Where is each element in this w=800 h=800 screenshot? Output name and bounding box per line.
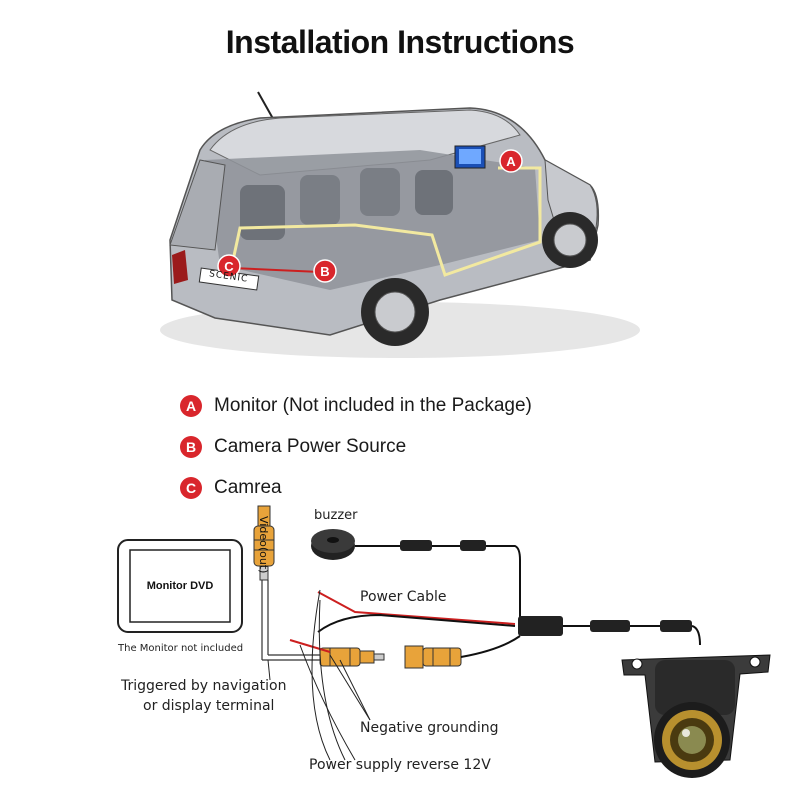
car-marker-c: C — [217, 254, 241, 278]
video-out-plug — [253, 505, 275, 581]
badge-b: B — [180, 436, 202, 458]
negative-grounding-label: Negative grounding — [360, 720, 499, 736]
badge-c: C — [180, 477, 202, 499]
buzzer-label: buzzer — [314, 508, 358, 523]
rca-connector-right — [404, 645, 462, 669]
legend-text-a: Monitor (Not included in the Package) — [214, 395, 532, 416]
buzzer-icon — [311, 529, 355, 560]
car-illustration — [160, 91, 640, 358]
camera-illustration — [621, 654, 771, 778]
video-out-label: Video(out) — [257, 516, 270, 574]
svg-text:A: A — [506, 154, 516, 169]
monitor-note: The Monitor not included — [118, 643, 244, 654]
svg-text:B: B — [320, 264, 329, 279]
triggered-label-line1: Triggered by navigation — [121, 678, 287, 694]
rca-connector-left — [319, 647, 385, 667]
monitor-dvd-illustration — [117, 539, 243, 633]
car-marker-a: A — [499, 149, 523, 173]
legend-item-b: B Camera Power Source — [180, 436, 406, 458]
legend-item-c: C Camrea — [180, 477, 282, 499]
page-title: Installation Instructions — [225, 24, 575, 60]
badge-a: A — [180, 395, 202, 417]
svg-text:C: C — [224, 259, 234, 274]
legend-item-a: A Monitor (Not included in the Package) — [180, 395, 532, 417]
car-marker-b: B — [313, 259, 337, 283]
monitor-dvd-label: Monitor DVD — [146, 580, 214, 592]
power-supply-label: Power supply reverse 12V — [309, 757, 491, 773]
power-cable-label: Power Cable — [360, 589, 447, 605]
triggered-label-line2: or display terminal — [143, 698, 275, 714]
legend-text-b: Camera Power Source — [214, 436, 407, 457]
legend-text-c: Camrea — [214, 477, 282, 498]
